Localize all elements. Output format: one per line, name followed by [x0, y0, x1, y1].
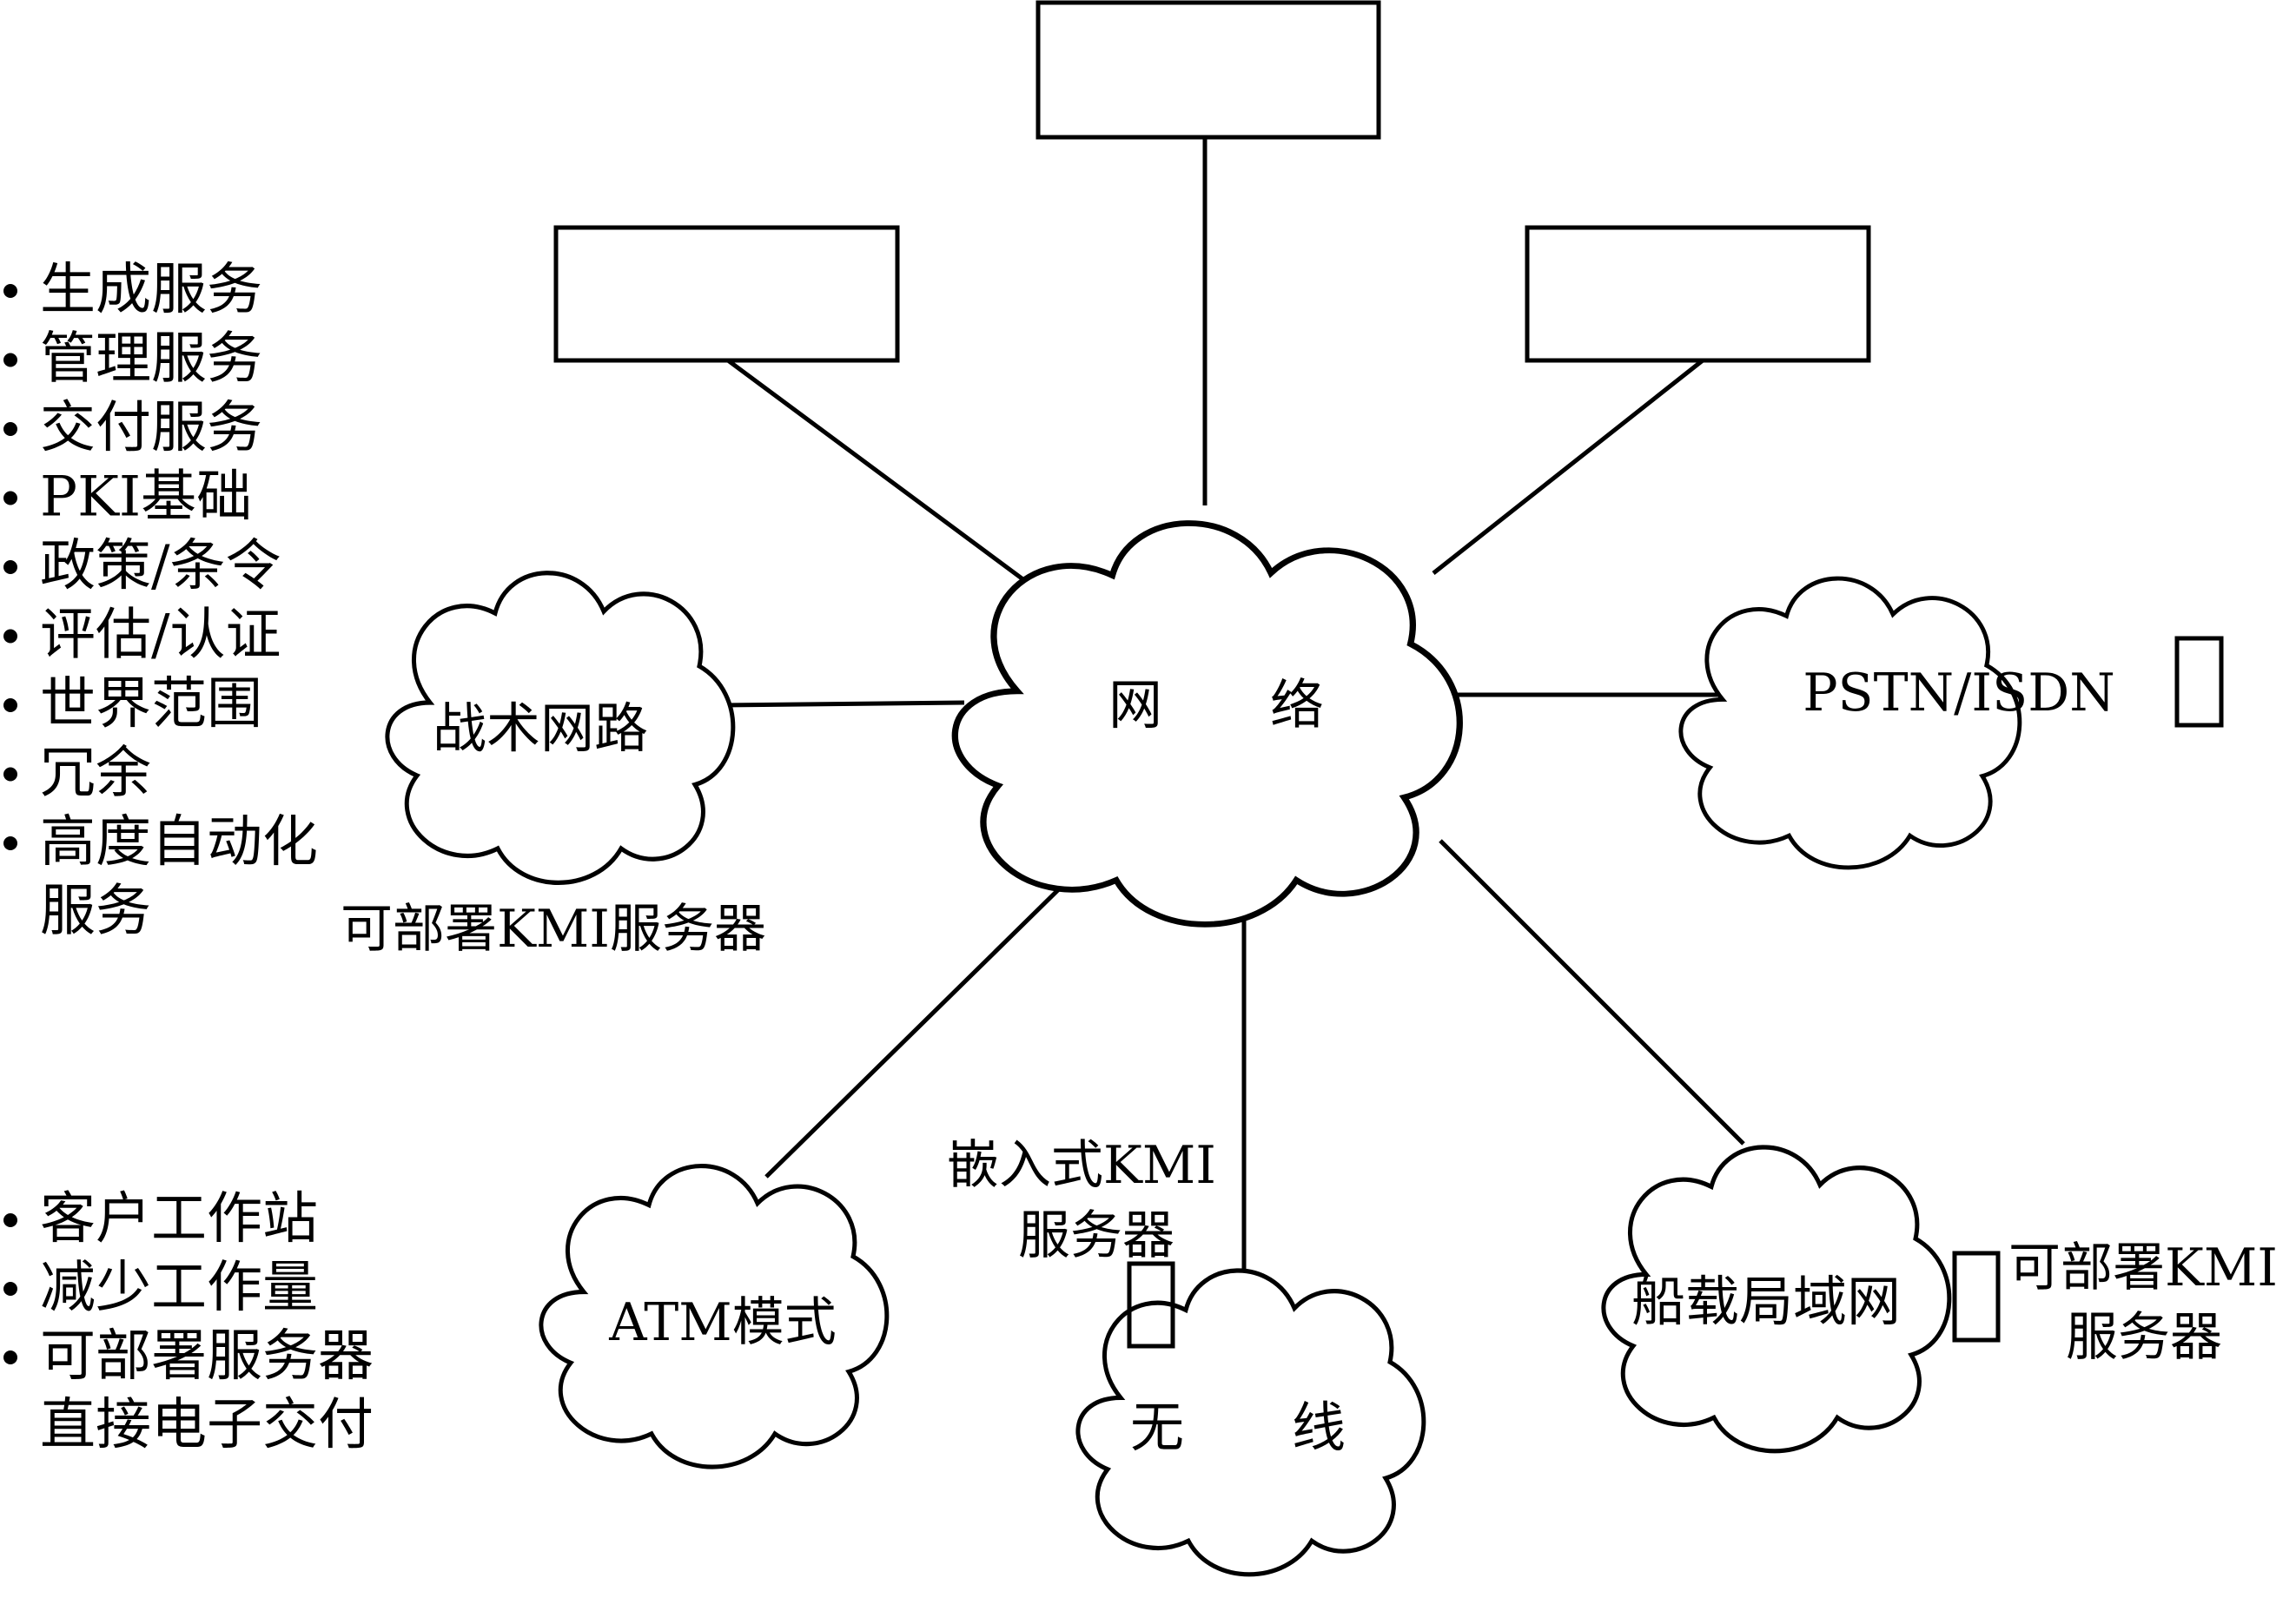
- list-item: 交付服务: [40, 396, 262, 460]
- embedded-server-box: [1127, 1261, 1175, 1349]
- bullet-icon: [3, 836, 17, 850]
- pstn-cloud: [1678, 576, 2022, 870]
- list-item: PKI基础: [40, 466, 252, 530]
- list-item: 直接电子交付: [40, 1393, 374, 1457]
- link-right-box: [1432, 359, 1704, 575]
- bullet-icon: [3, 1350, 17, 1364]
- top-box: [1036, 0, 1381, 140]
- wireless-label: 无 线: [1130, 1396, 1346, 1459]
- tactical-label: 战术网路: [433, 697, 648, 760]
- list-item: 评估/认证: [40, 604, 281, 668]
- ship-lan-label: 船载局域网: [1631, 1270, 1901, 1333]
- bullet-icon: [3, 491, 17, 505]
- list-item: 世界范围: [40, 672, 262, 736]
- bullet-icon: [3, 1282, 17, 1296]
- deployable-kmi-right-2: 服务器: [2066, 1307, 2222, 1368]
- link-atm: [764, 874, 1075, 1179]
- bullet-icon: [3, 767, 17, 782]
- left-box: [553, 225, 900, 363]
- bullet-icon: [3, 422, 17, 436]
- deployable-kmi-server-left: 可部署KMI服务器: [341, 899, 766, 960]
- bullet-icon: [3, 353, 17, 367]
- ship-lan-cloud: [1601, 1145, 1952, 1454]
- deployable-kmi-right-1: 可部署KMI: [2008, 1238, 2278, 1298]
- link-ship: [1439, 839, 1745, 1146]
- link-left-box: [726, 358, 1033, 588]
- list-item: 高度自动化: [40, 810, 318, 875]
- list-item: 冗余: [40, 742, 151, 806]
- list-item: 客户工作站: [40, 1187, 318, 1251]
- embedded-kmi-label-1: 嵌入式KMI: [947, 1135, 1216, 1196]
- right-box: [1525, 225, 1871, 363]
- embedded-kmi-label-2: 服务器: [1018, 1205, 1174, 1266]
- list-item: 可部署服务器: [40, 1324, 374, 1389]
- bullet-icon: [3, 698, 17, 712]
- bullet-icon: [3, 1213, 17, 1227]
- bullet-icon: [3, 629, 17, 644]
- list-item: 政策/条令: [40, 534, 281, 598]
- pstn-server-box: [2174, 636, 2224, 728]
- atm-label: ATM模式: [608, 1292, 837, 1353]
- bullet-icon: [3, 284, 17, 298]
- list-item: 生成服务: [40, 258, 262, 322]
- list-item: 管理服务: [40, 327, 262, 392]
- link-tactical: [720, 700, 965, 708]
- tactical-cloud: [385, 571, 736, 885]
- list-item: 减少工作量: [40, 1256, 318, 1320]
- network-cloud: [951, 520, 1463, 928]
- atm-cloud: [539, 1164, 890, 1469]
- bullet-icon: [3, 560, 17, 574]
- pstn-label: PSTN/ISDN: [1803, 663, 2115, 723]
- network-label: 网 络: [1108, 673, 1324, 736]
- list-item: 服务: [40, 880, 151, 944]
- ship-server-box: [1952, 1251, 2001, 1343]
